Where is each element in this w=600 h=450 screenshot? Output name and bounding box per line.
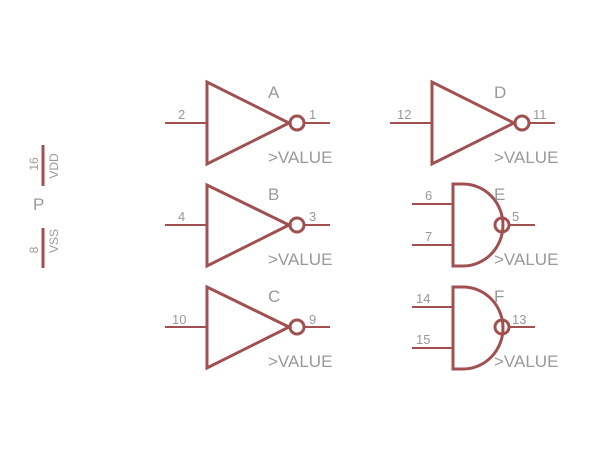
gate-d-value: >VALUE [494,148,558,167]
gate-f-input-pin-1: 14 [416,291,430,306]
gate-c-input-pin: 10 [172,312,186,327]
gate-c-value: >VALUE [268,352,332,371]
gate-c-inverter: 10 9 C >VALUE [165,284,332,371]
gate-a-input-pin: 2 [178,107,185,122]
gate-e-name: E [494,185,505,204]
gate-c-output-pin: 9 [309,312,316,327]
vdd-label: VDD [47,153,61,179]
gate-f-output-pin: 13 [512,312,526,327]
gate-b-input-pin: 4 [178,209,185,224]
gate-c-name: C [268,287,280,306]
gate-e-value: >VALUE [494,250,558,269]
gate-b-triangle [205,182,293,269]
gate-d-input-pin: 12 [397,107,411,122]
power-block: 16 VDD P 8 VSS [27,145,61,268]
gate-d-inverter: 12 11 D >VALUE [390,79,558,167]
gate-f-nand: 14 15 13 F >VALUE [412,285,558,371]
gate-b-output-pin: 3 [309,209,316,224]
gate-d-triangle [430,79,518,167]
gate-b-name: B [268,185,279,204]
gate-f-input-pin-2: 15 [416,332,430,347]
gate-f-nand-body [451,285,505,371]
gate-d-name: D [494,83,506,102]
power-name: P [33,195,44,214]
gate-a-value: >VALUE [268,148,332,167]
vss-label: VSS [47,229,61,253]
gate-a-inverter: 2 1 A >VALUE [165,79,332,167]
vss-pin-number: 8 [27,246,41,253]
gate-a-triangle [205,79,293,167]
gate-e-output-pin: 5 [512,209,519,224]
gate-e-input-pin-2: 7 [425,229,432,244]
gate-a-name: A [268,83,280,102]
gate-c-triangle [205,284,293,371]
gate-e-nand: 6 7 5 E >VALUE [412,182,558,269]
gate-a-output-pin: 1 [309,107,316,122]
gate-e-input-pin-1: 6 [425,188,432,203]
vdd-pin-number: 16 [27,157,41,171]
gate-d-output-pin: 11 [533,107,547,122]
gate-f-name: F [494,287,504,306]
gate-f-value: >VALUE [494,352,558,371]
gate-b-value: >VALUE [268,250,332,269]
gate-e-nand-body [451,182,505,268]
gate-b-inverter: 4 3 B >VALUE [165,182,332,269]
